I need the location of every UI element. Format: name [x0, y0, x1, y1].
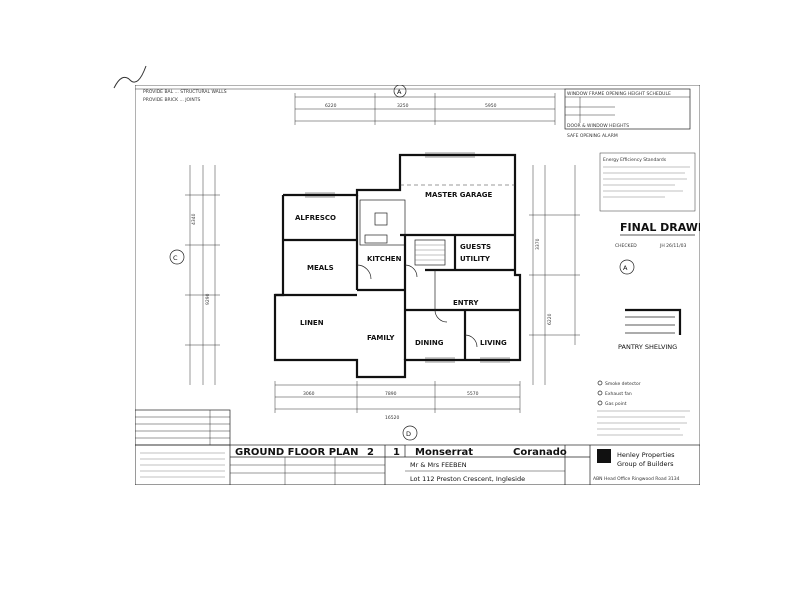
- sheet-number: 1: [393, 447, 400, 458]
- plan-title: GROUND FLOOR PLAN: [235, 447, 359, 458]
- facade-name: Coranado: [513, 447, 567, 458]
- dim-bottom-3: 5570: [467, 391, 479, 397]
- company-line-2: Group of Builders: [617, 460, 674, 468]
- legend-exhaust: Exhaust fan: [605, 391, 632, 397]
- sheet-border: [134, 84, 701, 486]
- room-entry: ENTRY: [453, 299, 479, 307]
- room-garage: MASTER GARAGE: [425, 191, 493, 199]
- dim-left-2: 9290: [205, 293, 211, 305]
- dim-top-3: 5950: [485, 103, 497, 109]
- room-linen: LINEN: [300, 319, 324, 327]
- room-meals: MEALS: [307, 264, 334, 272]
- room-alfresco: ALFRESCO: [295, 214, 336, 222]
- handwritten-mark: [113, 65, 147, 89]
- dim-left-1: 4340: [191, 213, 197, 225]
- room-living: LIVING: [480, 339, 507, 347]
- grid-marker-right-label: A: [623, 264, 628, 272]
- stamp-final-drawings: FINAL DRAWINGS: [620, 221, 700, 234]
- grid-marker-top: A: [393, 84, 407, 98]
- legend-gas: Gas point: [605, 401, 627, 407]
- address-line: Lot 112 Preston Crescent, Ingleside: [410, 475, 525, 483]
- dim-top-1: 6220: [325, 103, 337, 109]
- right-dimensions: 3370 6220: [529, 165, 580, 385]
- legend-smoke: Smoke detector: [605, 381, 641, 387]
- schedule-note-2: SAFE OPENING ALARM: [567, 133, 618, 139]
- company-logo-icon: [597, 449, 611, 463]
- design-name: Monserrat: [415, 447, 473, 458]
- bottom-dimensions: 3060 7890 5570 16520: [274, 381, 521, 421]
- dim-top-2: 3250: [397, 103, 409, 109]
- company-small: ABN Head Office Ringwood Road 3134: [593, 476, 680, 482]
- room-utility: UTILITY: [460, 255, 491, 263]
- room-family: FAMILY: [367, 334, 395, 342]
- note-top-left-2: PROVIDE BRICK ... JOINTS: [143, 97, 201, 103]
- revision-table: [134, 409, 231, 446]
- pantry-shelving-label: PANTRY SHELVING: [618, 343, 677, 351]
- left-dimensions: 4340 9290: [185, 165, 220, 385]
- grid-marker-top-label: A: [397, 88, 402, 96]
- schedule-note-1: DOOR & WINDOW HEIGHTS: [567, 123, 629, 129]
- dim-right-1: 3370: [535, 238, 541, 250]
- dim-overall: 16520: [385, 415, 399, 421]
- drawing-sheet: PROVIDE BAL ... STRUCTURAL WALLS PROVIDE…: [134, 84, 728, 486]
- energy-note: Energy Efficiency Standards: [599, 152, 696, 212]
- room-kitchen: KITCHEN: [367, 255, 402, 263]
- top-dimensions: 6220 3250 5950: [294, 93, 556, 125]
- plan-walls: [273, 152, 522, 379]
- grid-marker-bottom-label: D: [406, 430, 411, 438]
- dim-right-2: 6220: [547, 313, 553, 325]
- window-schedule-box: WINDOW FRAME OPENING HEIGHT SCHEDULE DOO…: [564, 88, 691, 139]
- dim-bottom-2: 7890: [385, 391, 397, 397]
- pantry-shelving-detail: PANTRY SHELVING: [618, 308, 682, 351]
- room-dining: DINING: [415, 339, 444, 347]
- title-block: GROUND FLOOR PLAN 2 1 Monserrat Coranado…: [134, 444, 701, 486]
- scale-value: 2: [367, 447, 374, 458]
- final-drawings-stamp: FINAL DRAWINGS CHECKED JH 26/11/03: [615, 221, 728, 249]
- room-guests: GUESTS: [460, 243, 491, 251]
- grid-marker-bottom: D: [402, 425, 418, 441]
- grid-marker-left-label: C: [173, 254, 178, 262]
- legend: Smoke detector Exhaust fan Gas point: [597, 380, 690, 436]
- schedule-title: WINDOW FRAME OPENING HEIGHT SCHEDULE: [567, 91, 671, 97]
- dim-bottom-1: 3060: [303, 391, 315, 397]
- grid-marker-left: C: [169, 249, 185, 265]
- note-top-left-1: PROVIDE BAL ... STRUCTURAL WALLS: [143, 89, 227, 95]
- client-line: Mr & Mrs FEEBEN: [410, 461, 467, 469]
- floor-plan-drawing: PROVIDE BAL ... STRUCTURAL WALLS PROVIDE…: [134, 84, 728, 486]
- energy-note-text: Energy Efficiency Standards: [603, 157, 667, 163]
- grid-marker-right: A: [619, 259, 635, 275]
- stamp-checked: CHECKED: [615, 243, 637, 249]
- company-line-1: Henley Properties: [617, 451, 675, 459]
- stamp-initials: JH 26/11/03: [659, 243, 686, 249]
